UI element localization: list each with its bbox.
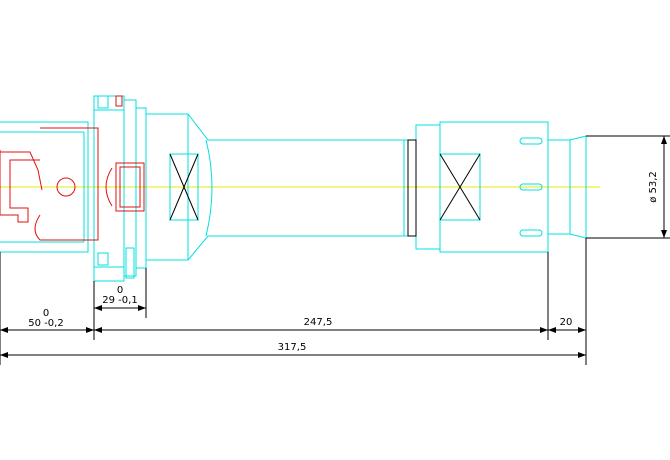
dim-body: 247,5	[304, 317, 333, 328]
dim-diameter: ø 53,2	[648, 171, 659, 203]
dim-flange-tolerance: 0	[43, 308, 49, 319]
cross-marks	[169, 153, 481, 221]
holder-outline	[0, 95, 587, 282]
dim-overall: 317,5	[278, 342, 307, 353]
dim-collar-tolerance: 0	[117, 285, 123, 296]
center-hole	[56, 177, 76, 197]
dim-collar: 29 -0,1	[102, 295, 137, 306]
dim-flange: 50 -0,2	[28, 318, 63, 329]
dimension-lines	[0, 135, 670, 365]
dim-tip: 20	[560, 317, 573, 328]
drive-features	[0, 95, 145, 241]
